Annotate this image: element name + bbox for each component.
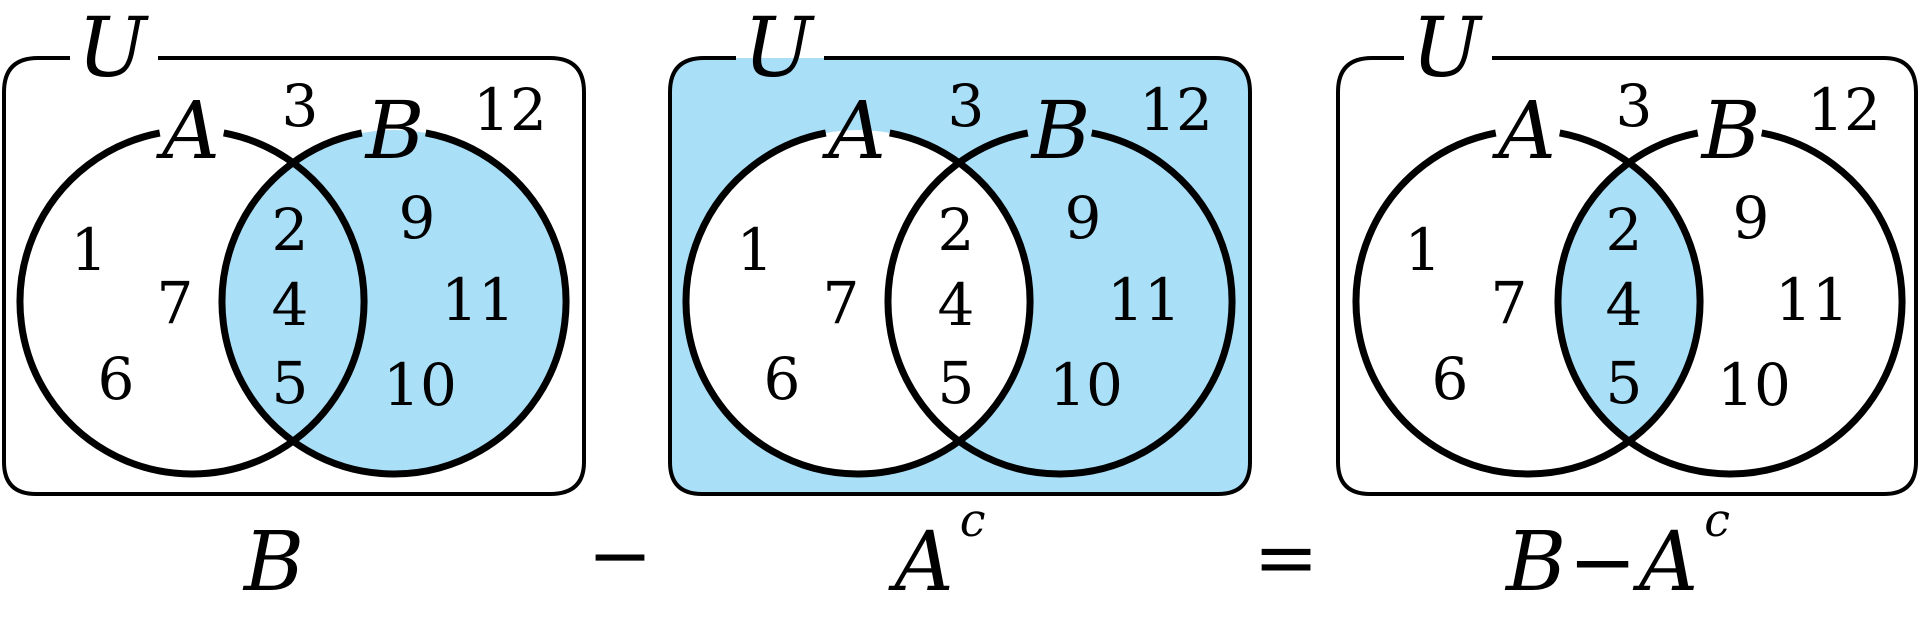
element-outside: 3 [282, 72, 319, 140]
element-outside: 12 [473, 76, 547, 144]
element-b-only: 9 [399, 184, 436, 252]
set-a-circle [682, 129, 1034, 478]
element-a-only: 1 [71, 216, 108, 284]
element-intersection: 5 [1606, 349, 1643, 417]
set-b-circle [884, 129, 1236, 478]
venn-panel-b: U A B 3 12 1 7 6 2 4 5 9 11 10 B [2, 1, 586, 610]
set-b-label: B [1700, 84, 1761, 177]
element-b-only: 10 [1049, 351, 1123, 419]
set-a-circle [1352, 129, 1704, 478]
unshaded-set-a [686, 130, 1030, 474]
set-a-label: A [155, 84, 220, 177]
universe-label: U [743, 1, 815, 96]
element-intersection: 2 [272, 196, 309, 264]
element-b-only: 10 [1717, 351, 1791, 419]
element-a-only: 7 [1491, 269, 1528, 337]
element-b-only: 11 [441, 266, 515, 334]
element-b-only: 9 [1733, 184, 1770, 252]
universe-box [2, 56, 586, 496]
universe-label: U [1411, 1, 1483, 96]
universe-label: U [77, 1, 149, 96]
element-b-only: 9 [1065, 184, 1102, 252]
element-outside: 3 [948, 72, 985, 140]
element-a-only: 6 [1432, 345, 1469, 413]
element-a-only: 6 [764, 345, 801, 413]
minus-operator: − [587, 511, 652, 601]
set-a-circle [16, 129, 368, 478]
element-b-only: 11 [1107, 266, 1181, 334]
element-intersection: 5 [272, 349, 309, 417]
set-a-label: A [821, 84, 886, 177]
set-b-label: B [364, 84, 425, 177]
element-intersection: 2 [938, 196, 975, 264]
set-b-label: B [1030, 84, 1091, 177]
element-a-only: 1 [1405, 216, 1442, 284]
shade-intersection [1558, 130, 1700, 474]
element-a-only: 7 [823, 269, 860, 337]
element-intersection: 4 [272, 271, 309, 339]
element-intersection: 4 [1606, 271, 1643, 339]
element-outside: 12 [1139, 76, 1213, 144]
element-outside: 3 [1616, 72, 1653, 140]
element-a-only: 6 [98, 345, 135, 413]
universe-box [668, 56, 1252, 496]
element-b-only: 10 [383, 351, 457, 419]
element-b-only: 11 [1775, 266, 1849, 334]
set-b-circle [218, 129, 570, 478]
element-outside: 12 [1807, 76, 1881, 144]
shade-set-b [222, 130, 566, 474]
universe-box [1336, 56, 1918, 496]
element-a-only: 7 [157, 269, 194, 337]
panel-caption: B [242, 515, 304, 610]
element-a-only: 1 [737, 216, 774, 284]
element-intersection: 2 [1606, 196, 1643, 264]
set-a-label: A [1491, 84, 1556, 177]
element-intersection: 5 [938, 349, 975, 417]
equals-operator: = [1253, 513, 1318, 603]
element-intersection: 4 [938, 271, 975, 339]
set-b-circle [1554, 129, 1906, 478]
